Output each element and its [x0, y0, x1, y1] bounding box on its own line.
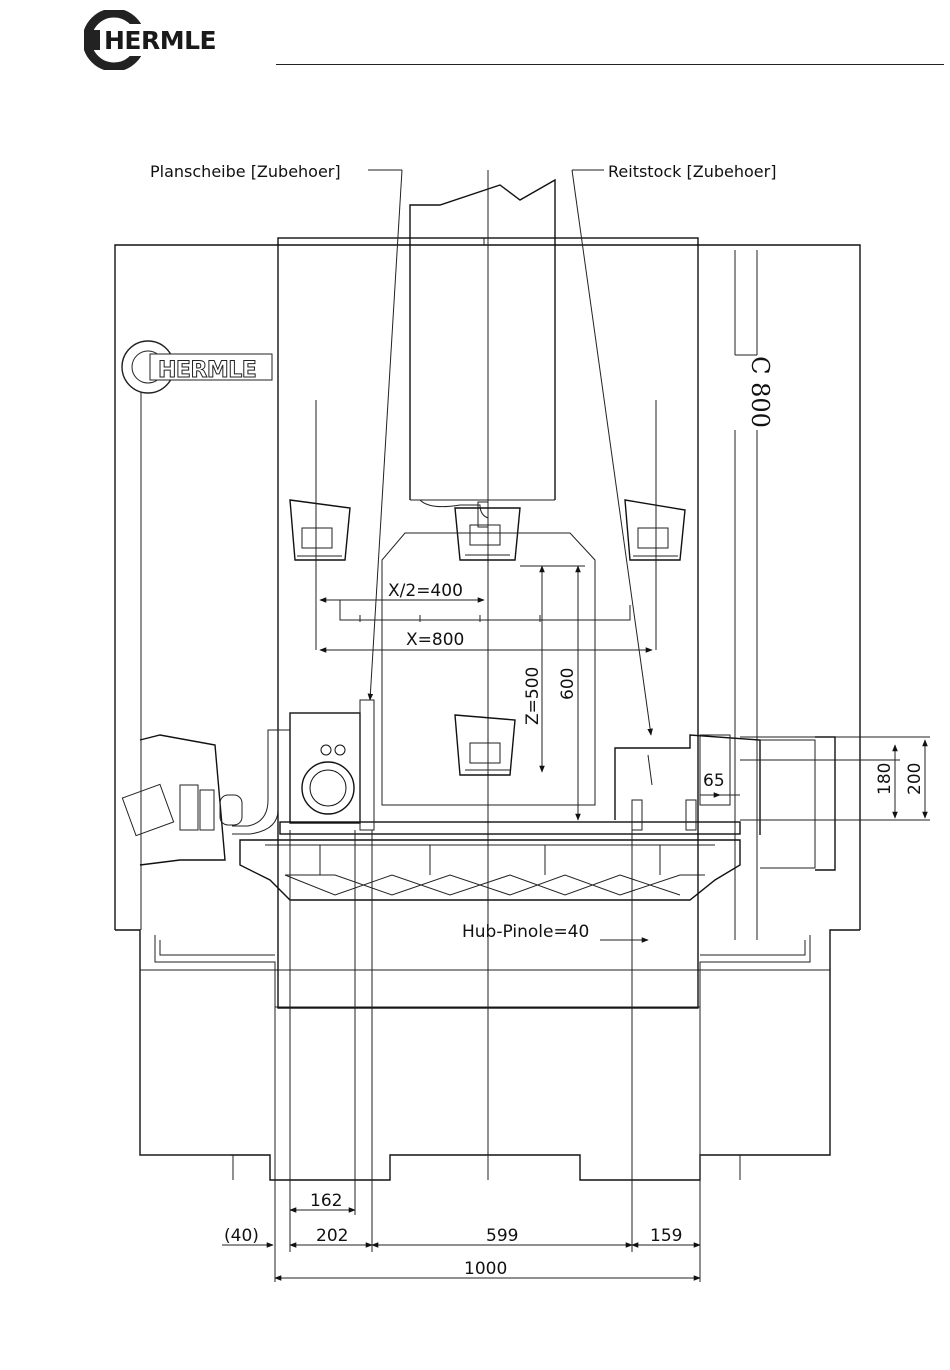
dim-65: 65 — [703, 771, 725, 791]
bottom-dimensions — [222, 1210, 700, 1278]
tailstock-assembly — [615, 735, 835, 870]
dim-599: 599 — [486, 1226, 518, 1246]
dim-1000: 1000 — [464, 1259, 507, 1279]
faceplate-callout: Planscheibe [Zubehoer] — [150, 162, 341, 181]
model-label: C 800 — [746, 356, 774, 428]
model-badge-strip — [735, 250, 757, 940]
dim-180: 180 — [875, 763, 895, 795]
dim-162: 162 — [310, 1191, 342, 1211]
dim-202: 202 — [316, 1226, 348, 1246]
panel-logo-text: HERMLE — [158, 358, 256, 383]
dim-z: Z=500 — [523, 667, 543, 725]
drive-motor — [122, 735, 242, 865]
tool-holder-left — [290, 400, 350, 650]
dim-z-total: 600 — [558, 668, 578, 700]
dim-200: 200 — [905, 763, 925, 795]
panel-logo — [122, 341, 272, 930]
x-dimensions — [320, 600, 652, 650]
rotary-table — [240, 822, 740, 900]
dim-x-full: X=800 — [406, 630, 464, 650]
dim-hub-pinole: Hub-Pinole=40 — [462, 922, 589, 942]
faceplate-assembly — [232, 700, 374, 834]
tailstock-callout: Reitstock [Zubehoer] — [608, 162, 776, 181]
tool-holder-lower — [455, 715, 515, 775]
dim-40: (40) — [224, 1226, 259, 1246]
dim-x-half: X/2=400 — [388, 581, 463, 601]
dim-159: 159 — [650, 1226, 682, 1246]
